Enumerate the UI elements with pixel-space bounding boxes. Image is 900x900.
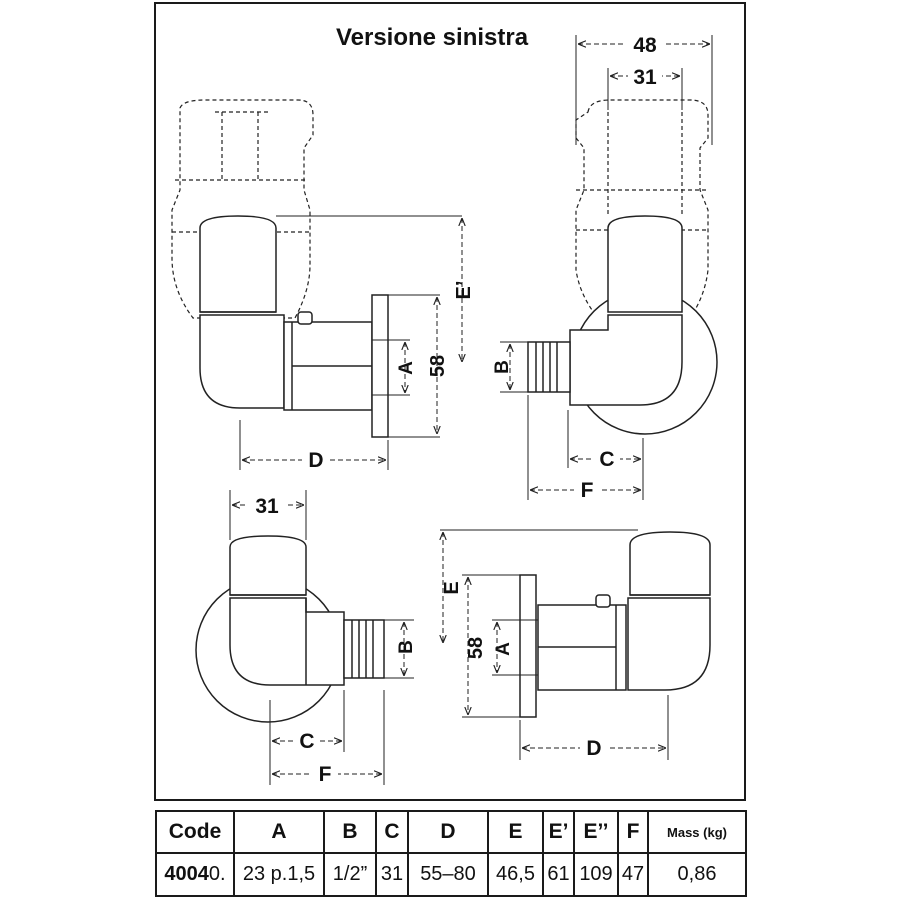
drawing-title: Versione sinistra: [336, 24, 529, 51]
drawing-frame: [154, 2, 746, 801]
dim-c-label: C: [599, 448, 614, 471]
cell-c: 31: [375, 852, 409, 897]
dim-b-label: B: [396, 640, 417, 654]
cell-mass: 0,86: [647, 852, 747, 897]
valve-view-top-right: [500, 35, 718, 500]
valve-view-bottom-right: [440, 529, 711, 760]
dim-58-label: 58: [427, 355, 449, 377]
header-b: B: [323, 810, 377, 854]
dim-e-label: E: [441, 581, 463, 594]
table-row: 40040. 23 p.1,5 1/2” 31 55–80 46,5 61 10…: [155, 852, 747, 897]
dim-31-label: 31: [255, 495, 279, 518]
dim-58-label: 58: [465, 637, 487, 659]
header-mass: Mass (kg): [647, 810, 747, 854]
specifications-table: Code A B C D E E’ E’’ F Mass (kg) 40040.…: [155, 810, 747, 897]
dim-31-label: 31: [633, 66, 657, 89]
header-f: F: [617, 810, 649, 854]
dim-d-label: D: [308, 449, 323, 472]
valve-view-top-left: [171, 99, 462, 470]
dim-a-label: A: [493, 642, 514, 656]
header-e: E: [487, 810, 544, 854]
cell-b: 1/2”: [323, 852, 377, 897]
dim-f-label: F: [581, 479, 594, 502]
header-e-prime: E’: [542, 810, 575, 854]
dim-e-prime-label: E’: [453, 281, 475, 300]
table-header-row: Code A B C D E E’ E’’ F Mass (kg): [155, 810, 747, 854]
dim-b-label: B: [492, 360, 513, 374]
valve-view-bottom-left: [195, 490, 414, 785]
dim-a-label: A: [396, 361, 417, 375]
code-suffix: 0.: [208, 863, 226, 885]
header-a: A: [233, 810, 325, 854]
header-c: C: [375, 810, 409, 854]
cell-d: 55–80: [407, 852, 489, 897]
dim-48-label: 48: [633, 34, 657, 57]
header-code: Code: [155, 810, 235, 854]
cell-code: 40040.: [155, 852, 235, 897]
dim-c-label: C: [299, 730, 314, 753]
header-d: D: [407, 810, 489, 854]
dim-d-label: D: [586, 737, 601, 760]
header-e-double-prime: E’’: [573, 810, 619, 854]
code-main: 4004: [164, 863, 209, 885]
cell-e-prime: 61: [542, 852, 575, 897]
cell-f: 47: [617, 852, 649, 897]
cell-e: 46,5: [487, 852, 544, 897]
cell-e-double-prime: 109: [573, 852, 619, 897]
dim-f-label: F: [319, 763, 332, 786]
cell-a: 23 p.1,5: [233, 852, 325, 897]
